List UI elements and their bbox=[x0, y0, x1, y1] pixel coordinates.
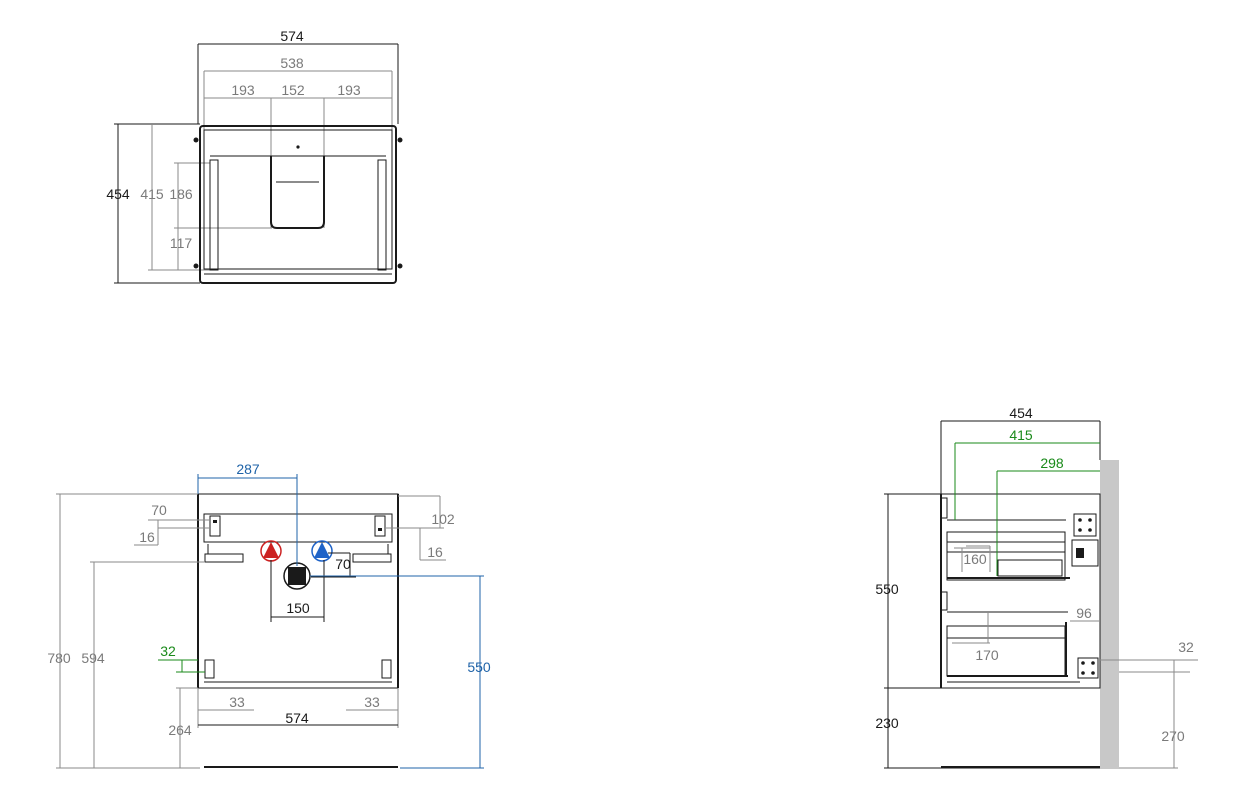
front-drain-center-label: 287 bbox=[236, 461, 260, 477]
front-left-hole-side-label: 16 bbox=[139, 529, 155, 545]
top-inner-depth-label: 415 bbox=[140, 186, 164, 202]
top-depth-label: 454 bbox=[106, 186, 130, 202]
front-floor-gap-label: 264 bbox=[168, 722, 192, 738]
side-floor-gap-label: 230 bbox=[875, 715, 899, 731]
hot-water-icon bbox=[263, 542, 279, 558]
side-depth-label: 454 bbox=[1009, 405, 1033, 421]
side-lower-drawer-label: 170 bbox=[975, 647, 999, 663]
front-left-offset-label: 33 bbox=[229, 694, 245, 710]
top-width-label: 574 bbox=[280, 28, 304, 44]
front-drain-width-label: 150 bbox=[286, 600, 310, 616]
side-cabinet-height-label: 550 bbox=[875, 581, 899, 597]
front-left-hole-height-label: 70 bbox=[151, 502, 167, 518]
top-cutout-offset-label: 117 bbox=[170, 235, 193, 251]
front-pipe-gap-label: 70 bbox=[335, 556, 351, 572]
front-right-offset-label: 33 bbox=[364, 694, 380, 710]
side-bracket-elevation-label: 270 bbox=[1161, 728, 1185, 744]
side-bracket-height-label: 32 bbox=[1178, 639, 1194, 655]
side-inner-depth-label: 415 bbox=[1009, 427, 1033, 443]
top-center-segment-label: 152 bbox=[281, 82, 305, 98]
side-drawer-depth-label: 298 bbox=[1040, 455, 1064, 471]
side-view: 454 415 298 550 160 96 170 230 32 270 bbox=[875, 405, 1198, 769]
front-total-height-label: 780 bbox=[47, 650, 71, 666]
side-back-gap-label: 96 bbox=[1076, 605, 1092, 621]
top-view: 574 538 193 152 193 454 415 186 117 bbox=[106, 28, 403, 284]
cold-water-icon bbox=[314, 542, 330, 558]
top-cutout-depth-label: 186 bbox=[169, 186, 193, 202]
drain-icon bbox=[288, 567, 306, 585]
top-right-segment-label: 193 bbox=[337, 82, 361, 98]
side-upper-drawer-label: 160 bbox=[963, 551, 987, 567]
top-inner-width-label: 538 bbox=[280, 55, 304, 71]
wall bbox=[1100, 460, 1119, 769]
front-right-hole-height-label: 102 bbox=[431, 511, 455, 527]
front-right-hole-side-label: 16 bbox=[427, 544, 443, 560]
front-view: 287 70 16 102 16 70 150 780 594 550 32 3… bbox=[47, 461, 491, 769]
front-bracket-height-label: 32 bbox=[160, 643, 176, 659]
front-width-label: 574 bbox=[285, 710, 309, 726]
front-mount-height-label: 594 bbox=[81, 650, 105, 666]
front-drain-height-label: 550 bbox=[467, 659, 491, 675]
top-left-segment-label: 193 bbox=[231, 82, 255, 98]
